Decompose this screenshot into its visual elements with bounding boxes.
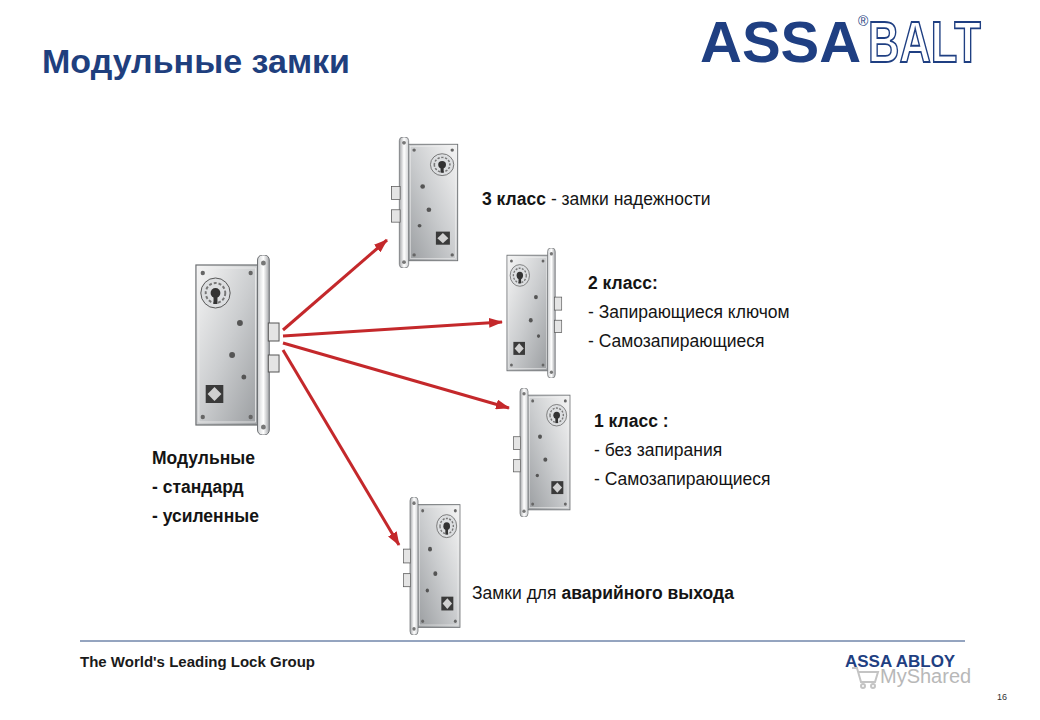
class-description: - замки надежности [551,185,711,214]
class-description: - без запирания [594,436,771,465]
lock-item: 3 класс- замки надежности [390,137,714,268]
watermark: MyShared [880,666,971,686]
red-arrow [283,343,509,408]
class-description: - Самозапирающиеся [588,327,790,356]
lock-item: Замки дляаварийного выхода [402,497,738,635]
lock-illustration [392,137,458,268]
lock-item: 2 класс:- Запирающиеся ключом- Самозапир… [505,248,794,378]
class-heading: - усиленные [152,502,259,531]
node-text: Модульные- стандард- усиленные [152,444,259,531]
slide-title: Модульные замки [42,44,350,78]
class-description: Замки для [472,579,557,608]
red-arrow [283,322,502,336]
class-heading: - стандард [152,473,259,502]
class-heading: аварийного выхода [562,579,734,608]
node-text: 1 класс :- без запирания- Самозапирающие… [594,407,771,494]
page-number: 16 [997,693,1007,702]
class-heading: 1 класс : [594,407,771,436]
class-heading: Модульные [152,444,259,473]
red-arrow [283,350,399,545]
node-text: 3 класс- замки надежности [482,185,710,214]
lock-illustration [403,497,460,635]
class-heading: 2 класс: [588,269,790,298]
watermark-icon [852,668,878,688]
red-arrow [283,240,387,330]
class-description: - Запирающиеся ключом [588,298,790,327]
node-text: 2 класс:- Запирающиеся ключом- Самозапир… [588,269,790,356]
footer-slogan: The World's Leading Lock Group [80,654,315,669]
logo-word: ASSA [700,13,861,71]
lock-item: Модульные- стандард- усиленные [150,250,281,535]
lock-illustration [196,255,279,435]
node-text: Замки дляаварийного выхода [472,579,734,608]
class-description: - Самозапирающиеся [594,465,771,494]
lock-illustration [513,388,570,517]
logo-word: BALT [868,13,981,71]
registered-mark: ® [858,14,868,28]
class-heading: 3 класс [482,185,546,214]
footer-rule [80,641,965,642]
lock-illustration [507,248,562,378]
lock-item: 1 класс :- без запирания- Самозапирающие… [512,388,775,517]
